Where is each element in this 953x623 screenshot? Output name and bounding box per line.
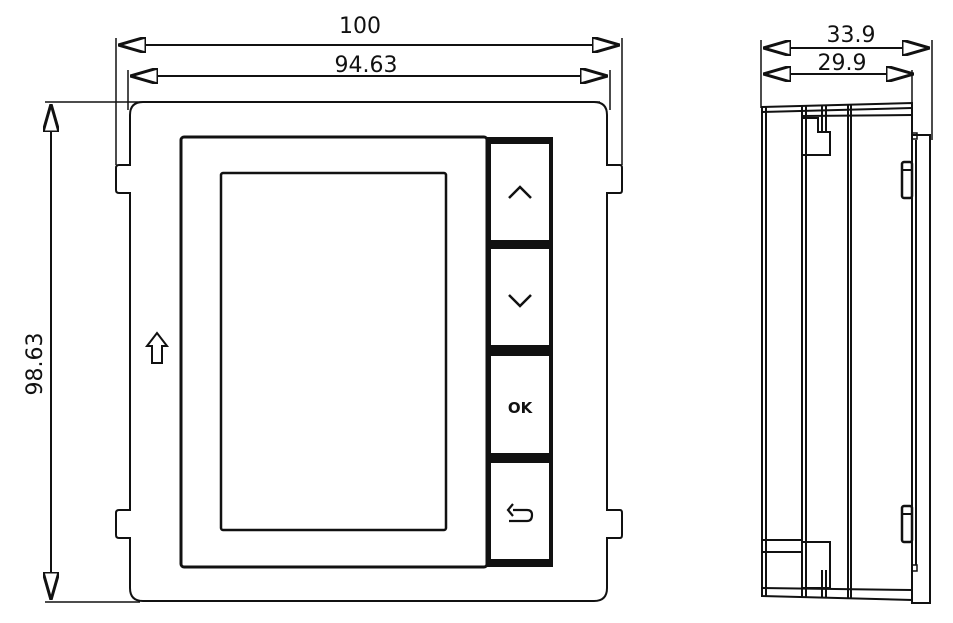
panel-outline [115,101,623,602]
dimension-depth-overall: 33.9 [760,23,933,140]
ok-label: OK [508,399,534,417]
top-clip [803,117,831,156]
return-arrow-icon [506,503,534,523]
front-view: 100 94.63 98.63 [23,14,623,603]
display-screen [219,171,448,532]
down-button[interactable] [491,249,549,345]
chevron-up-icon [508,185,532,199]
side-body-outline [761,101,931,604]
button-column: OK [487,137,553,567]
rear-tab-top [900,160,914,200]
rear-tab-bottom [900,504,914,544]
back-button[interactable] [491,463,549,559]
side-view: 33.9 29.9 [760,23,933,604]
chevron-down-icon [508,294,532,308]
depth-inner-label: 29.9 [818,51,867,76]
dimension-width-overall: 100 [115,14,623,165]
up-arrow-icon [144,331,170,364]
width-inner-label: 94.63 [335,53,398,78]
up-button[interactable] [491,144,549,240]
ok-button[interactable]: OK [491,356,549,453]
dimension-depth-inner: 29.9 [763,51,914,108]
height-label: 98.63 [23,333,48,396]
dimension-width-inner: 94.63 [127,53,611,110]
display-bezel [179,135,489,569]
depth-overall-label: 33.9 [827,23,876,48]
width-overall-label: 100 [339,14,381,39]
